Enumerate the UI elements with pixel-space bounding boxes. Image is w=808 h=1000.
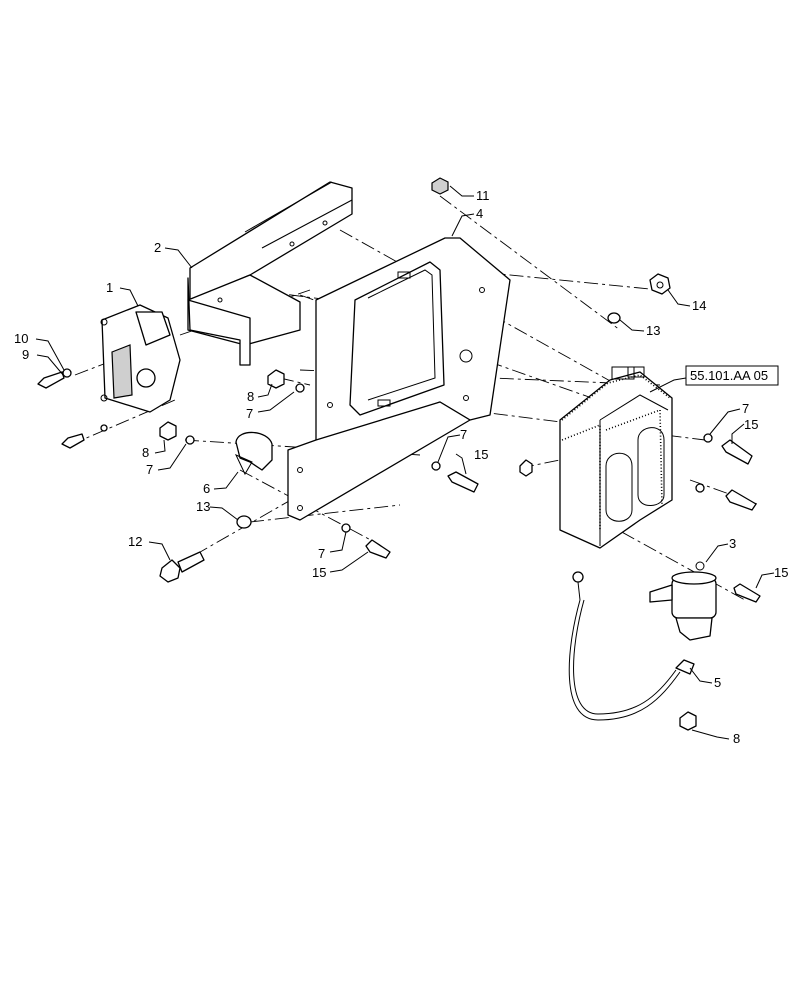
callout-14: 14 xyxy=(692,298,706,313)
reference-box[interactable]: 55.101.AA 05 xyxy=(685,365,779,386)
callout-2: 2 xyxy=(154,240,161,255)
callout-5: 5 xyxy=(714,675,721,690)
leader-lines xyxy=(35,185,775,740)
ecu-housing xyxy=(559,366,673,549)
switch-part-1 xyxy=(100,304,181,413)
callout-15-c: 15 xyxy=(744,417,758,432)
relay-part-3 xyxy=(649,561,717,641)
callout-7-d: 7 xyxy=(318,546,325,561)
callout-3: 3 xyxy=(729,536,736,551)
callout-15-b: 15 xyxy=(312,565,326,580)
callout-8-c: 8 xyxy=(733,731,740,746)
reference-box-label: 55.101.AA 05 xyxy=(690,368,768,383)
bracket-part-4 xyxy=(287,237,511,521)
callout-7-e: 7 xyxy=(742,401,749,416)
callout-8-b: 8 xyxy=(142,445,149,460)
callout-1: 1 xyxy=(106,280,113,295)
callout-13-a: 13 xyxy=(196,499,210,514)
callout-11: 11 xyxy=(476,188,490,203)
clamp-part-6 xyxy=(234,431,273,476)
hardware xyxy=(37,177,761,731)
callout-7-c: 7 xyxy=(460,427,467,442)
callout-12: 12 xyxy=(128,534,142,549)
cable-part-5 xyxy=(568,571,695,721)
callout-9: 9 xyxy=(22,347,29,362)
cover-part-2 xyxy=(187,181,353,366)
callout-4: 4 xyxy=(476,206,483,221)
callout-15-d: 15 xyxy=(774,565,788,580)
callout-10: 10 xyxy=(14,331,28,346)
callout-13-b: 13 xyxy=(646,323,660,338)
callout-7-b: 7 xyxy=(146,462,153,477)
callout-8-a: 8 xyxy=(247,389,254,404)
callout-labels: 1 2 3 4 5 7 7 7 7 7 6 8 8 8 9 10 11 12 1… xyxy=(14,188,788,746)
callout-6: 6 xyxy=(203,481,210,496)
callout-7-a: 7 xyxy=(246,406,253,421)
callout-15-a: 15 xyxy=(474,447,488,462)
